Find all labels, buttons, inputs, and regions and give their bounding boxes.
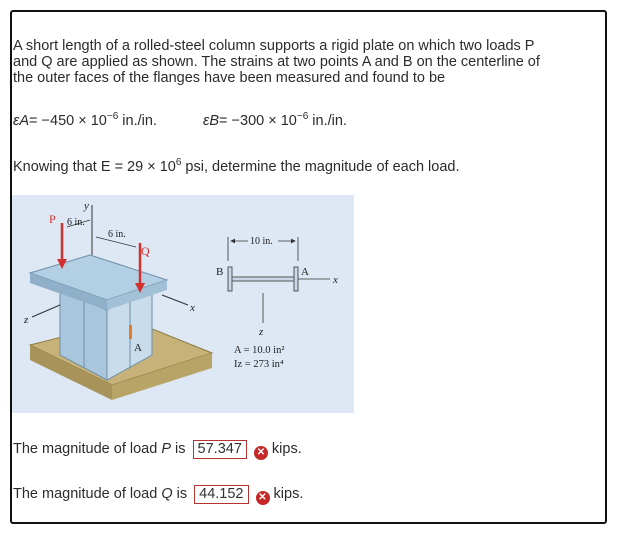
answer-p-row: The magnitude of load P is 57.347✕ kips. <box>13 440 302 460</box>
label-z: z <box>258 326 264 338</box>
area-label: A = 10.0 in² <box>234 345 285 356</box>
label-q: Q <box>141 244 150 258</box>
problem-line-1: A short length of a rolled-steel column … <box>13 38 535 54</box>
label-b: B <box>216 266 223 278</box>
problem-line-3: the outer faces of the flanges have been… <box>13 70 446 86</box>
label-p: P <box>49 212 56 226</box>
inertia-label: Iz = 273 in⁴ <box>234 359 284 370</box>
answer-q-row: The magnitude of load Q is 44.152✕ kips. <box>13 485 304 505</box>
column-figure: P Q y x z A 6 in. 6 in. 10 in. B A x z A… <box>12 195 354 413</box>
dim-6-left: 6 in. <box>67 217 85 228</box>
label-a-3d: A <box>134 342 142 354</box>
problem-line-2: and Q are applied as shown. The strains … <box>13 54 540 70</box>
label-x: x <box>332 274 338 286</box>
dim-10: 10 in. <box>250 236 273 247</box>
answer-p-input[interactable]: 57.347 <box>192 440 247 459</box>
dim-6-right: 6 in. <box>108 229 126 240</box>
label-z-3d: z <box>23 314 29 326</box>
incorrect-icon: ✕ <box>253 446 268 460</box>
label-a: A <box>301 266 309 278</box>
answer-q-input[interactable]: 44.152 <box>194 485 249 504</box>
label-x-3d: x <box>189 302 195 314</box>
strain-a: εA= −450 × 10−6 in./in. <box>13 111 157 130</box>
incorrect-icon: ✕ <box>255 491 270 505</box>
label-y: y <box>83 200 89 212</box>
strain-b: εB= −300 × 10−6 in./in. <box>203 111 347 130</box>
knowing-text: Knowing that E = 29 × 106 psi, determine… <box>13 157 460 176</box>
figure-illustration: P Q y x z A 6 in. 6 in. 10 in. B A x z A… <box>23 200 338 400</box>
